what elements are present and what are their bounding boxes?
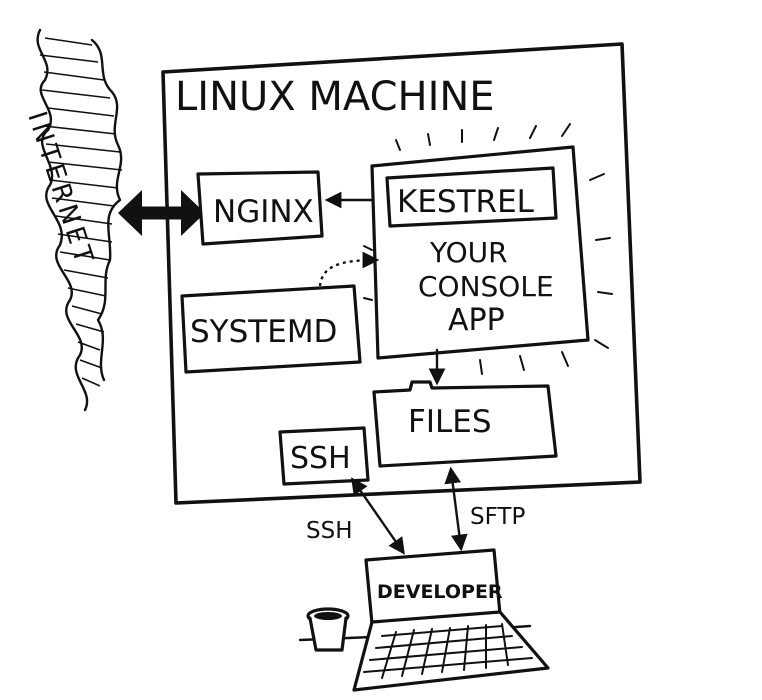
ssh-connection-label: SSH [306,518,353,544]
coffee-cup-icon [306,607,350,652]
systemd-node: SYSTEMD [180,284,362,374]
nginx-node: NGINX [196,170,324,246]
systemd-label: SYSTEMD [190,314,337,350]
nginx-label: NGINX [213,194,314,230]
files-node: FILES [372,380,558,468]
app-label-line3: APP [448,303,505,338]
files-label: FILES [408,404,492,440]
sftp-developer-arrow [444,466,468,552]
ssh-node-label: SSH [290,441,351,476]
kestrel-label: KESTREL [397,184,535,220]
developer-label: DEVELOPER [377,581,503,603]
sftp-connection-label: SFTP [470,504,525,530]
keyboard-grid [363,623,533,679]
internet-nginx-arrow [118,190,205,236]
app-label-line1: YOUR [429,236,508,269]
highlight-glow [363,123,613,375]
kestrel-node [385,166,558,228]
app-node: KESTREL YOUR CONSOLE APP [363,123,613,375]
app-label-line2: CONSOLE [418,270,554,303]
linux-machine-label: LINUX MACHINE [175,74,495,120]
internet-cloud-icon: INTERNET [21,28,123,412]
ssh-node: SSH [278,426,370,486]
ssh-developer-arrow [351,477,405,555]
folder-icon [372,380,558,468]
systemd-app-arrow [318,251,380,287]
linux-machine-box [161,42,642,505]
